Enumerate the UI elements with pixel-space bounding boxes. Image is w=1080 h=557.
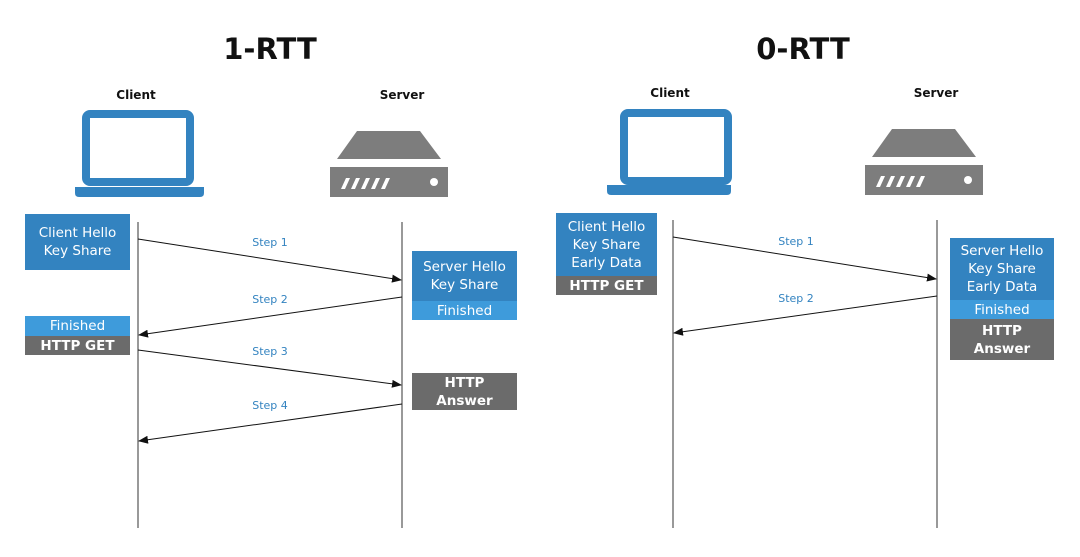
box-line: Answer — [973, 340, 1031, 357]
box-line: Client Hello — [567, 218, 646, 235]
server-label: Server — [379, 88, 425, 102]
box-line: Key Share — [43, 243, 112, 259]
box-line: Early Data — [571, 254, 642, 271]
box-line: Server Hello — [960, 243, 1044, 259]
server-icon — [330, 131, 448, 197]
box-line: Early Data — [966, 279, 1038, 295]
arrow-step-1 — [137, 238, 402, 283]
laptop-icon — [607, 109, 732, 195]
step-1-label: Step 1 — [252, 236, 288, 249]
server-hello-box: Server Hello Key Share Early Data — [950, 238, 1054, 300]
arrow-step-2 — [138, 296, 403, 338]
server-http-answer-box: HTTP Answer — [950, 319, 1054, 360]
title-0-rtt: 0-RTT — [756, 32, 850, 66]
server-label: Server — [913, 86, 959, 100]
step-3-label: Step 3 — [252, 345, 288, 358]
client-http-get-box: HTTP GET — [556, 276, 657, 295]
step-1-label: Step 1 — [778, 235, 814, 248]
box-line: Client Hello — [38, 225, 117, 241]
arrow-step-3 — [137, 349, 402, 388]
laptop-icon — [75, 110, 204, 197]
box-line: Answer — [436, 392, 493, 409]
box-line: Server Hello — [423, 259, 506, 275]
client-hello-box: Client Hello Key Share Early Data — [556, 213, 657, 276]
client-http-get-box: HTTP GET — [25, 336, 130, 355]
client-finished-box: Finished — [25, 316, 130, 336]
client-label: Client — [650, 86, 690, 100]
step-4-label: Step 4 — [252, 399, 288, 412]
server-finished-box: Finished — [412, 301, 517, 320]
arrow-step-4 — [138, 403, 403, 444]
box-line: HTTP — [982, 322, 1022, 339]
step-2-label: Step 2 — [252, 293, 288, 306]
server-finished-box: Finished — [950, 300, 1054, 319]
box-line: HTTP — [444, 374, 485, 391]
step-2-label: Step 2 — [778, 292, 814, 305]
client-hello-box: Client Hello Key Share — [25, 214, 130, 270]
client-label: Client — [116, 88, 156, 102]
server-icon — [865, 129, 983, 195]
arrow-step-1 — [672, 236, 937, 282]
server-http-answer-box: HTTP Answer — [412, 373, 517, 410]
arrow-step-2 — [673, 295, 938, 336]
box-line: Key Share — [968, 261, 1036, 277]
box-line: Key Share — [430, 277, 499, 293]
title-1-rtt: 1-RTT — [223, 32, 317, 66]
box-line: Key Share — [572, 236, 641, 253]
server-hello-box: Server Hello Key Share — [412, 251, 517, 301]
